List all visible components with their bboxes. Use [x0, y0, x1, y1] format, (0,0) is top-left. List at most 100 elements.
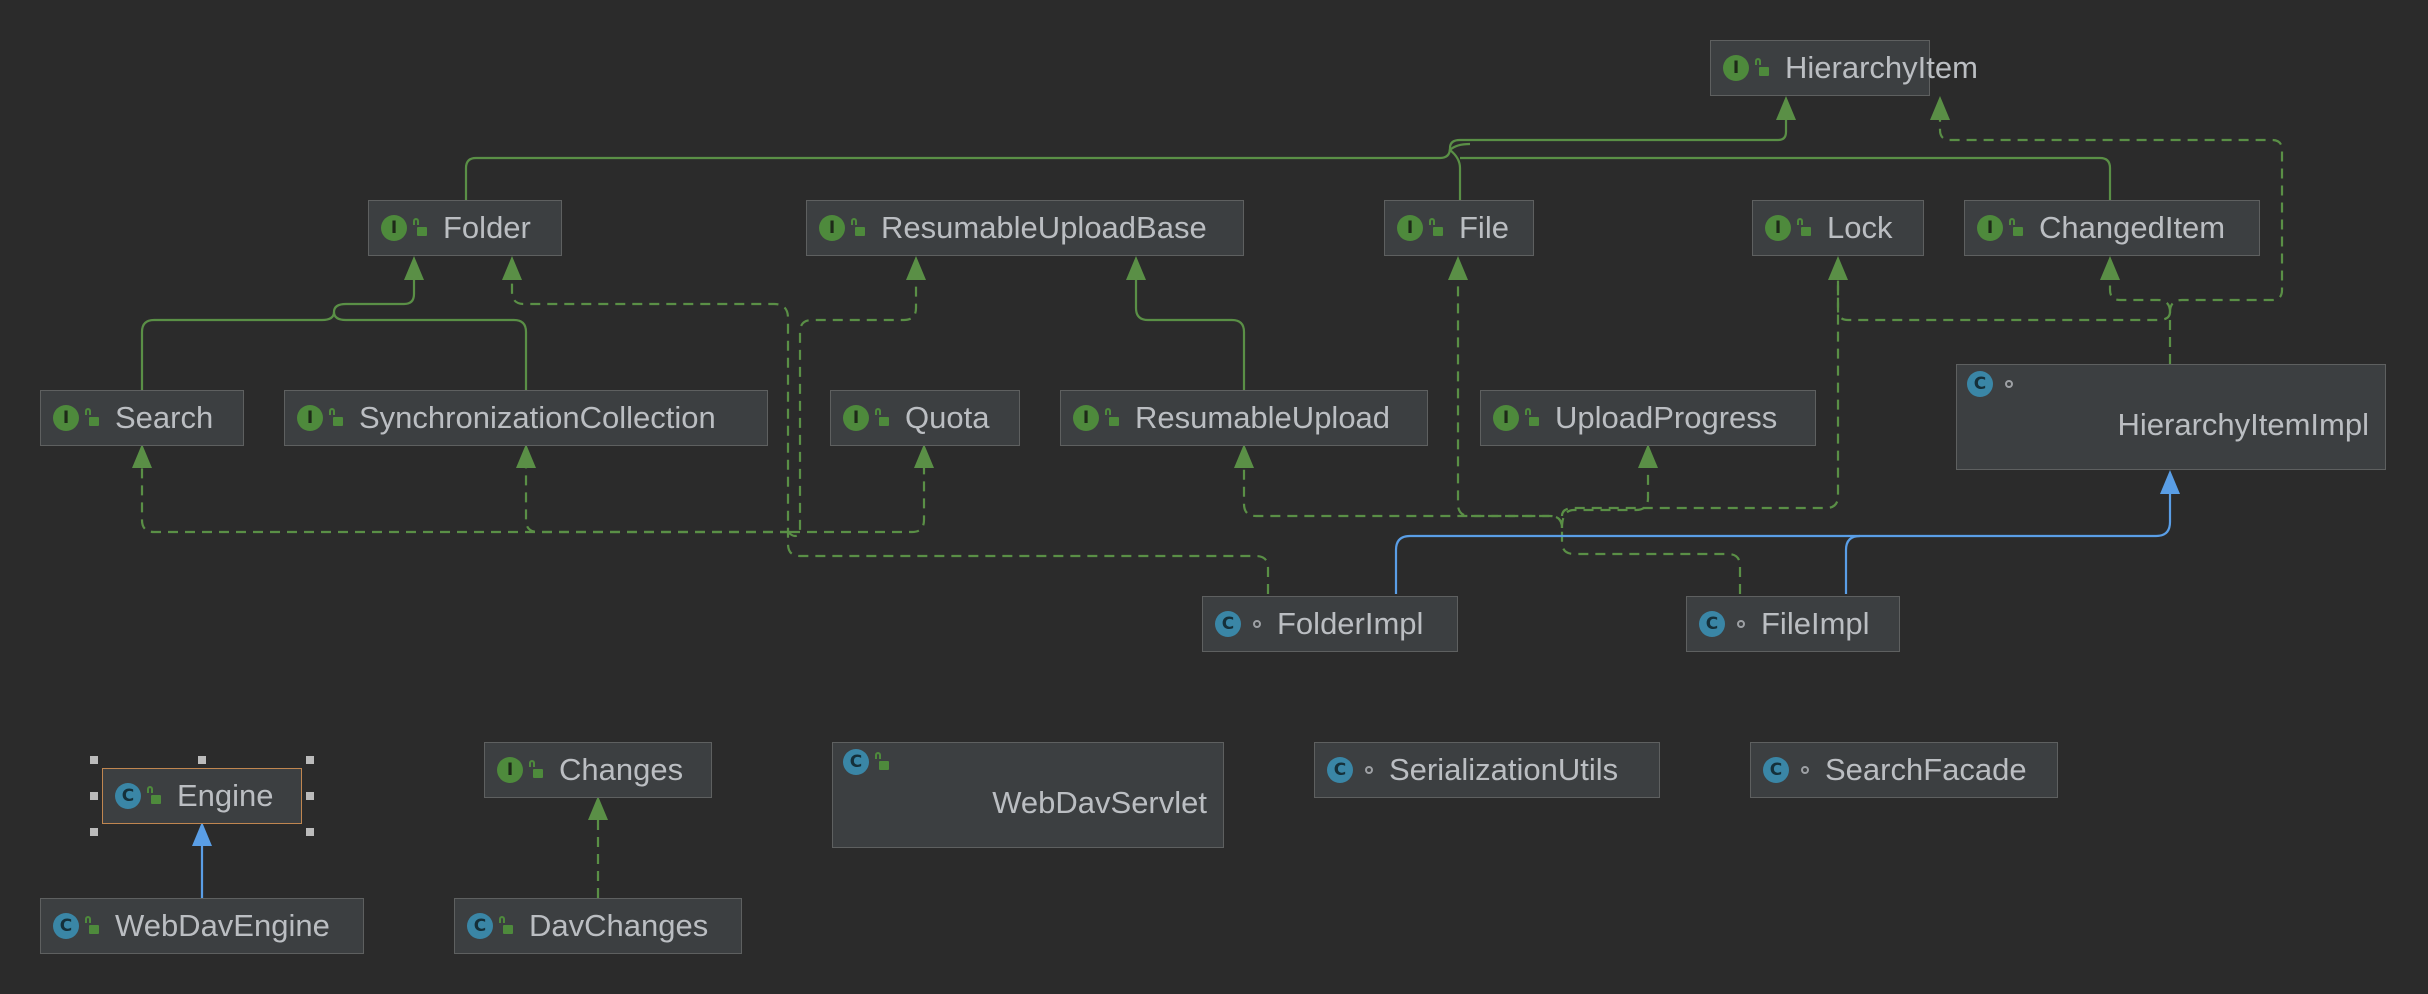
interface-icon: I [53, 405, 79, 431]
node-label: WebDavServlet [992, 785, 1207, 820]
interface-icon: I [381, 215, 407, 241]
node-uploadprogress[interactable]: I UploadProgress [1480, 390, 1816, 446]
node-hierarchyitemimpl[interactable]: C HierarchyItemImpl [1956, 364, 2386, 470]
arrowhead [2160, 470, 2180, 494]
public-lock-icon [1109, 416, 1119, 426]
public-lock-icon [503, 924, 513, 934]
selection-handle[interactable] [198, 756, 206, 764]
selection-handle[interactable] [306, 756, 314, 764]
arrowhead [914, 444, 934, 468]
edge-hierarchyitemimpl-lock [1836, 264, 2172, 322]
edge-fileimpl-resumableupload [1242, 452, 1564, 529]
abstract-class-icon: C [1967, 371, 1993, 397]
interface-icon: I [1977, 215, 2003, 241]
arrowhead [132, 444, 152, 468]
node-synchronizationcollection[interactable]: I SynchronizationCollection [284, 390, 768, 446]
node-folderimpl[interactable]: C FolderImpl [1202, 596, 1458, 652]
selection-handle[interactable] [306, 792, 314, 800]
node-label: ChangedItem [2039, 210, 2226, 245]
interface-icon: I [297, 405, 323, 431]
node-label: FolderImpl [1277, 606, 1424, 641]
arrowhead [1776, 96, 1796, 120]
public-lock-icon [89, 924, 99, 934]
node-label: HierarchyItemImpl [2117, 407, 2370, 442]
node-serializationutils[interactable]: C SerializationUtils [1314, 742, 1660, 798]
node-label: WebDavEngine [115, 908, 330, 943]
interface-icon: I [819, 215, 845, 241]
public-lock-icon [879, 416, 889, 426]
arrowhead [1448, 256, 1468, 280]
package-visibility-icon [1253, 620, 1261, 628]
public-lock-icon [151, 794, 161, 804]
node-searchfacade[interactable]: C SearchFacade [1750, 742, 2058, 798]
edge-folder-hierarchyitem [464, 104, 1788, 202]
node-resumableuploadbase[interactable]: I ResumableUploadBase [806, 200, 1244, 256]
node-label: HierarchyItem [1785, 50, 1978, 85]
arrowhead [404, 256, 424, 280]
edge-folderimpl-synccoll [524, 452, 790, 534]
node-fileimpl[interactable]: C FileImpl [1686, 596, 1900, 652]
arrowhead [1638, 444, 1658, 468]
edge-search-folder [140, 264, 416, 390]
arrowhead [192, 822, 212, 846]
node-file[interactable]: I File [1384, 200, 1534, 256]
edge-fileimpl-uploadprogress [1560, 452, 1650, 529]
class-icon: C [1327, 757, 1353, 783]
arrowhead [1234, 444, 1254, 468]
package-visibility-icon [2005, 380, 2013, 388]
node-webdavservlet[interactable]: C WebDavServlet [832, 742, 1224, 848]
node-changes[interactable]: I Changes [484, 742, 712, 798]
public-lock-icon [855, 226, 865, 236]
public-lock-icon [1759, 66, 1769, 76]
selection-handle[interactable] [306, 828, 314, 836]
interface-icon: I [843, 405, 869, 431]
node-changeditem[interactable]: I ChangedItem [1964, 200, 2260, 256]
interface-icon: I [1723, 55, 1749, 81]
public-lock-icon [1529, 416, 1539, 426]
package-visibility-icon [1737, 620, 1745, 628]
edge-fileimpl-hierarchyitemimpl [1844, 534, 1861, 594]
public-lock-icon [879, 760, 889, 770]
interface-icon: I [1765, 215, 1791, 241]
package-visibility-icon [1801, 766, 1809, 774]
node-label: SynchronizationCollection [359, 400, 716, 435]
node-lock[interactable]: I Lock [1752, 200, 1924, 256]
arrowhead [1828, 256, 1848, 280]
edge-hierarchyitemimpl-hierarchyitem [1938, 104, 2284, 364]
class-icon: C [1763, 757, 1789, 783]
arrowhead [1930, 96, 1950, 120]
node-folder[interactable]: I Folder [368, 200, 562, 256]
node-label: Quota [905, 400, 990, 435]
node-webdavengine[interactable]: C WebDavEngine [40, 898, 364, 954]
node-label: SerializationUtils [1389, 752, 1619, 787]
public-lock-icon [1433, 226, 1443, 236]
public-lock-icon [89, 416, 99, 426]
class-icon: C [1699, 611, 1725, 637]
class-icon: C [843, 749, 869, 775]
node-label: Changes [559, 752, 684, 787]
selection-handle[interactable] [90, 792, 98, 800]
interface-icon: I [1493, 405, 1519, 431]
edge-file-hierarchyitem [1448, 142, 1471, 202]
node-quota[interactable]: I Quota [830, 390, 1020, 446]
edge-folderimpl-quota [790, 452, 926, 534]
public-lock-icon [1801, 226, 1811, 236]
selection-handle[interactable] [90, 828, 98, 836]
node-label: Engine [177, 778, 274, 813]
node-resumableupload[interactable]: I ResumableUpload [1060, 390, 1428, 446]
node-label: ResumableUploadBase [881, 210, 1207, 245]
selection-handle[interactable] [90, 756, 98, 764]
arrowhead [588, 796, 608, 820]
arrowhead [516, 444, 536, 468]
node-label: DavChanges [529, 908, 709, 943]
node-davchanges[interactable]: C DavChanges [454, 898, 742, 954]
node-label: UploadProgress [1555, 400, 1778, 435]
public-lock-icon [417, 226, 427, 236]
class-icon: C [467, 913, 493, 939]
edge-folderimpl-resumablebase [787, 264, 918, 538]
edge-fileimpl-lock [1560, 264, 1840, 517]
node-hierarchyitem[interactable]: I HierarchyItem [1710, 40, 1978, 96]
node-search[interactable]: I Search [40, 390, 244, 446]
node-engine[interactable]: C Engine [102, 768, 302, 824]
